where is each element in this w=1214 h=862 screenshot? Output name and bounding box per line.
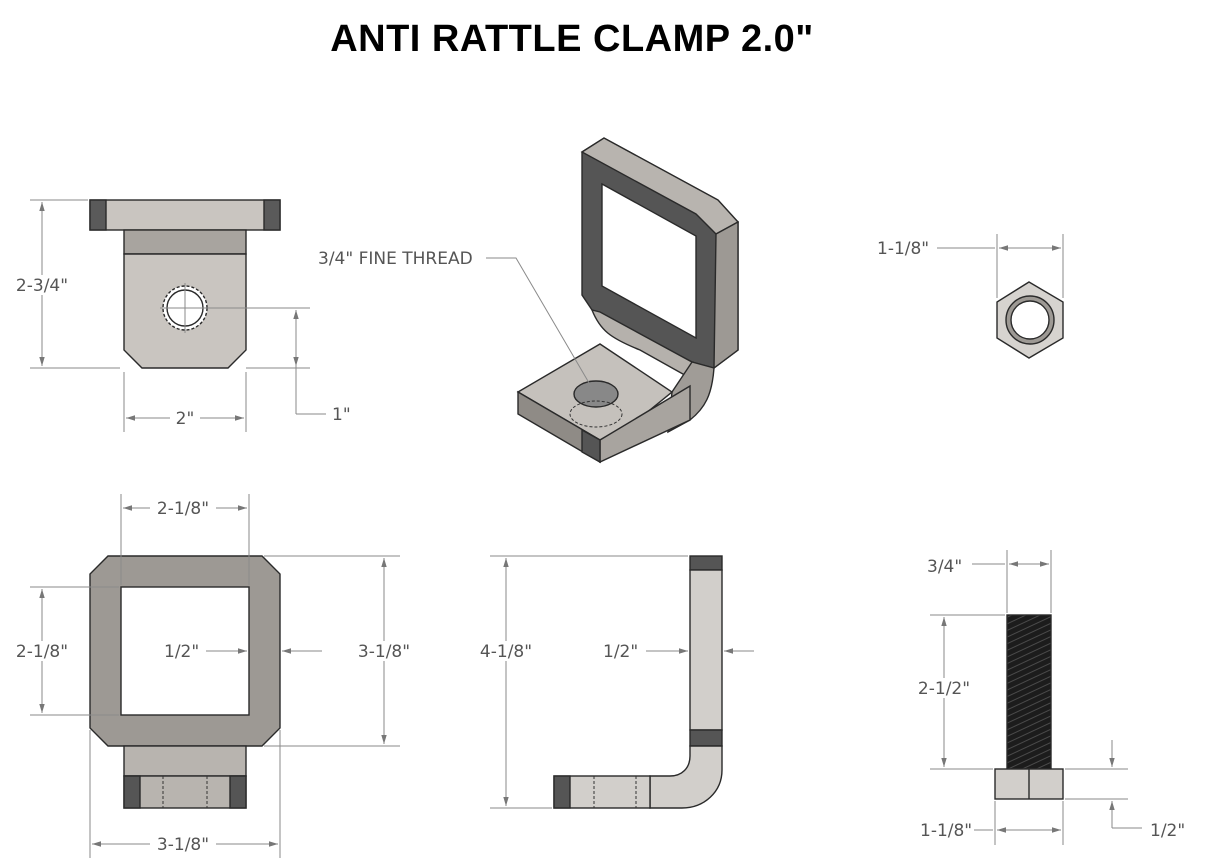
iso-base-corner [581,428,601,464]
front-overall-width-label: 3-1/8" [157,835,209,855]
top-plate [89,199,281,231]
nut-bore-inner [1010,300,1050,340]
nut-view: 1-1/8" [877,234,1064,359]
side-bend [649,745,723,809]
top-plate-left-chamfer [89,199,107,231]
front-base-right [229,775,247,809]
thread-callout: 3/4" FINE THREAD [318,249,473,269]
side-thickness-label: 1/2" [603,642,638,662]
front-overall-height-label: 3-1/8" [358,642,410,662]
side-view: 4-1/8" 1/2" [474,555,754,809]
front-wall-label: 1/2" [164,642,199,662]
iso-hole-hidden [569,400,623,428]
side-upright-cap [689,555,723,571]
bolt-head-height-label: 1/2" [1150,821,1185,841]
front-view: 2-1/8" 2-1/8" 1/2" 3-1/8" 3-1/8" [10,494,416,858]
nut-width-label: 1-1/8" [877,239,929,259]
iso-hole [573,380,619,408]
bolt-diameter-label: 3/4" [927,557,962,577]
hole-offset-label: 1" [332,405,351,425]
side-upright [689,569,723,731]
bolt-threads [1006,614,1052,770]
isometric-view: 3/4" FINE THREAD [318,137,740,464]
top-plate-right-chamfer [263,199,281,231]
side-upright-band [689,729,723,747]
side-base-cap [553,775,571,809]
top-height-label: 2-3/4" [16,276,68,296]
top-view: 2-3/4" 2" 1" [10,199,351,432]
front-base-left [123,775,141,809]
bolt-length-label: 2-1/2" [918,679,970,699]
bolt-view: 3/4" 2-1/2" 1-1/8" 1/2" [912,550,1185,845]
iso-frame-side [713,220,739,370]
page-title: ANTI RATTLE CLAMP 2.0" [330,18,814,60]
bolt-head-width-label: 1-1/8" [920,821,972,841]
front-bend [123,745,247,777]
top-width-label: 2" [176,409,195,429]
front-top-width-label: 2-1/8" [157,499,209,519]
front-opening-label: 2-1/8" [16,642,68,662]
thread-leader [486,257,593,389]
side-height-label: 4-1/8" [480,642,532,662]
iso-frame-window [601,182,697,340]
front-base [123,775,247,809]
top-bend [123,229,247,255]
